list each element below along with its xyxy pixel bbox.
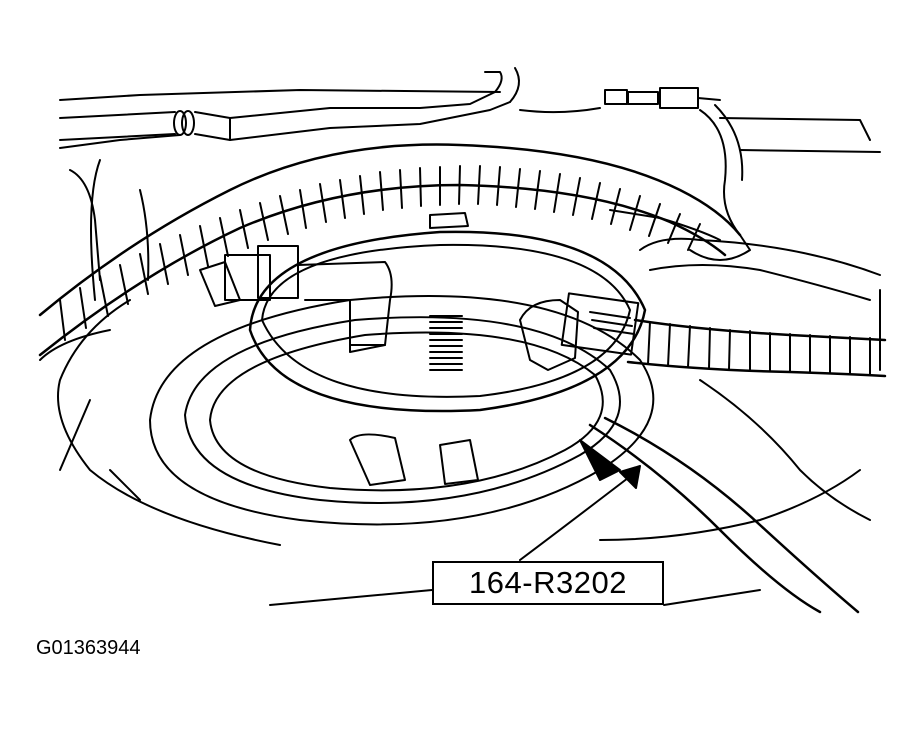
fuel-pump-module bbox=[149, 212, 655, 526]
corrugated-wiring-harness bbox=[38, 104, 751, 357]
fuel-line-top bbox=[59, 67, 520, 141]
special-tool-164-R3202 bbox=[579, 416, 860, 614]
callout-leaders bbox=[269, 465, 761, 606]
module-electrical-connector bbox=[519, 292, 887, 378]
top-right-connector bbox=[604, 87, 721, 109]
module-fuel-connector bbox=[199, 245, 393, 353]
figure-id: G01363944 bbox=[36, 637, 141, 659]
tool-callout-label: 164-R3202 bbox=[432, 561, 664, 605]
body-panel-lines bbox=[39, 89, 881, 546]
fender-well bbox=[639, 237, 881, 301]
